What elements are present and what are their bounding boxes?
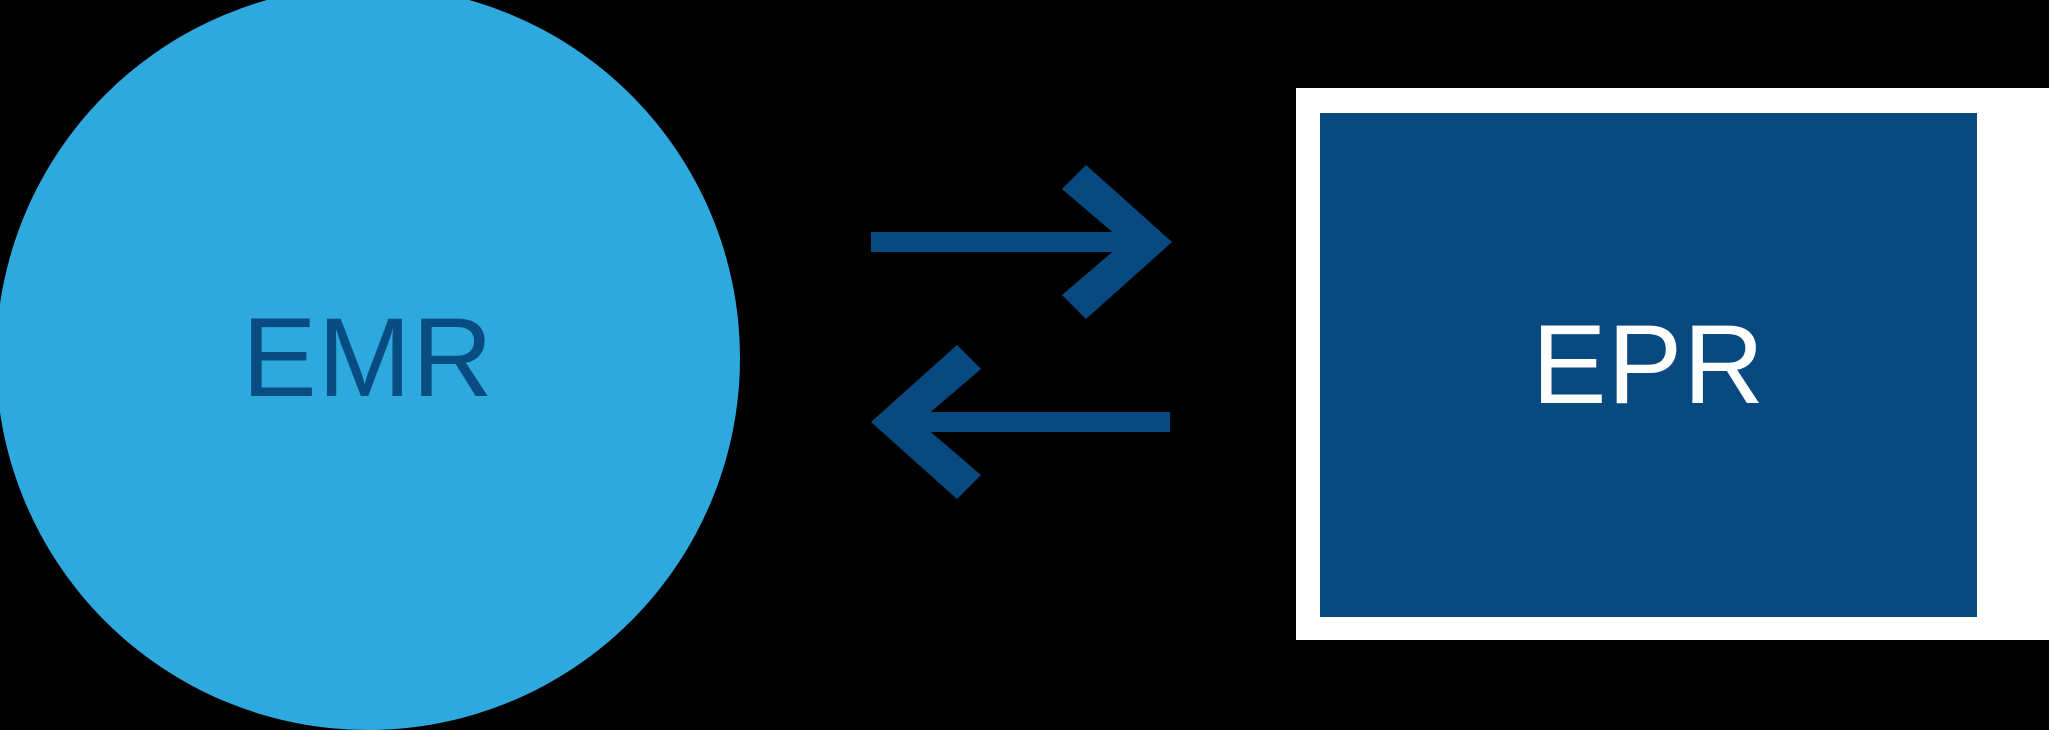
node-epr-label: EPR: [1531, 302, 1766, 427]
node-emr-label: EMR: [242, 295, 494, 420]
arrow-epr-to-emr-icon[interactable]: [871, 345, 1170, 499]
arrow-emr-to-epr-icon[interactable]: [871, 165, 1172, 319]
node-emr-circle[interactable]: EMR: [0, 0, 740, 730]
node-epr-rect[interactable]: EPR: [1320, 113, 1977, 617]
